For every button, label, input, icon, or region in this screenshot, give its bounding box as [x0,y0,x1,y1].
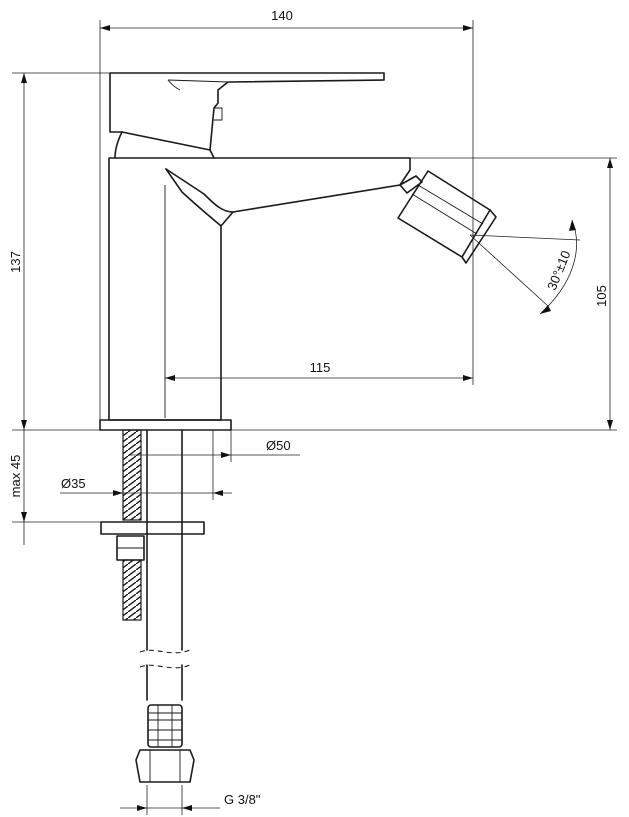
base-plate [99,419,232,431]
dim-width-total: 140 [271,8,293,23]
dim-thread-diameter: Ø35 [61,476,86,491]
washer-plate [100,521,205,535]
threaded-rod [122,429,142,521]
dim-height-total: 137 [8,251,23,273]
dim-base-diameter: Ø50 [266,438,291,453]
faucet-main-body [108,157,411,421]
dim-spout-reach: 115 [310,360,331,375]
dim-aerator-height: 105 [594,285,609,307]
dim-aerator-angle: 30°±10 [544,248,573,292]
faucet-body [99,72,497,431]
dim-max-mount: max 45 [8,455,23,498]
lever-handle [109,72,385,151]
dimension-lines [12,20,617,815]
mounting-assembly [100,429,205,783]
hose-connector [135,704,195,783]
aerator [397,170,497,264]
dim-connector: G 3/8" [224,792,261,807]
